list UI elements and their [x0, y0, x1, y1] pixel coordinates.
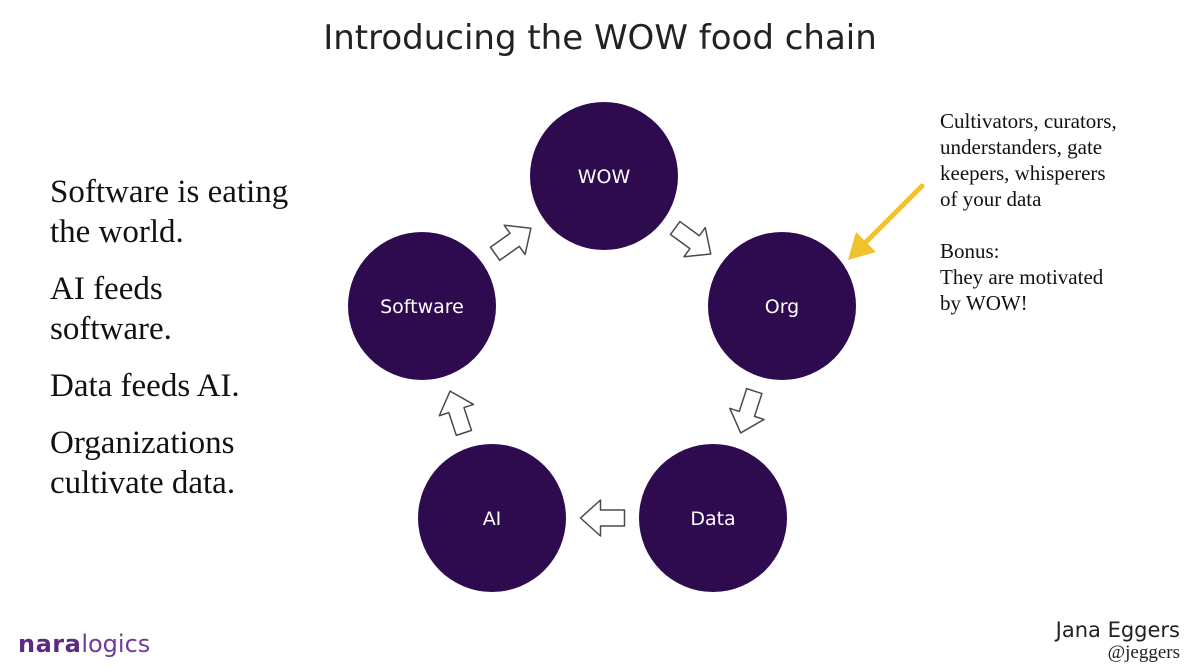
- arrow-org-to-data: [729, 387, 765, 434]
- logo-part-1: nara: [18, 630, 82, 658]
- statement-list: Software is eating the world. AI feeds s…: [50, 172, 350, 520]
- node-software-label: Software: [380, 296, 464, 318]
- node-org: Org: [708, 232, 856, 380]
- slide-title: Introducing the WOW food chain: [323, 18, 877, 58]
- statement-2-line2: software.: [50, 311, 172, 347]
- statement-1-line1: Software is eating: [50, 174, 289, 210]
- node-ai-label: AI: [483, 508, 502, 530]
- node-org-label: Org: [765, 296, 800, 318]
- callout-line-1: Cultivators, curators,: [940, 109, 1117, 133]
- callout-line-3: keepers, whisperers: [940, 161, 1106, 185]
- callout-bonus-label: Bonus:: [940, 239, 1000, 263]
- statement-2-line1: AI feeds: [50, 271, 163, 307]
- statement-3-line1: Data feeds AI.: [50, 368, 240, 404]
- node-software: Software: [348, 232, 496, 380]
- statement-4: Organizations cultivate data.: [50, 423, 350, 503]
- naralogics-logo: naralogics: [18, 630, 150, 658]
- callout-note: Cultivators, curators, understanders, ga…: [940, 108, 1190, 316]
- arrow-wow-to-org: [669, 220, 712, 258]
- callout-bonus-line-1: They are motivated: [940, 265, 1104, 289]
- statement-4-line1: Organizations: [50, 425, 235, 461]
- node-wow: WOW: [530, 102, 678, 250]
- node-wow-label: WOW: [578, 166, 631, 188]
- author-name: Jana Eggers: [1055, 618, 1180, 642]
- arrow-data-to-ai: [579, 499, 626, 537]
- statement-1-line2: the world.: [50, 214, 184, 250]
- logo-part-2: logics: [81, 630, 151, 658]
- statement-4-line2: cultivate data.: [50, 465, 236, 501]
- callout-bonus-line-2: by WOW!: [940, 291, 1028, 315]
- callout-arrow: [848, 183, 925, 260]
- node-data: Data: [639, 444, 787, 592]
- statement-2: AI feeds software.: [50, 269, 350, 349]
- author-handle: @jeggers: [1107, 642, 1180, 663]
- node-data-label: Data: [690, 508, 735, 530]
- statement-3: Data feeds AI.: [50, 366, 350, 406]
- callout-line-2: understanders, gate: [940, 135, 1103, 159]
- statement-1: Software is eating the world.: [50, 172, 350, 252]
- arrow-software-to-wow: [489, 224, 532, 262]
- callout-line-4: of your data: [940, 187, 1042, 211]
- author-credit: Jana Eggers @jeggers: [1056, 618, 1180, 664]
- arrow-ai-to-software: [438, 390, 475, 437]
- node-ai: AI: [418, 444, 566, 592]
